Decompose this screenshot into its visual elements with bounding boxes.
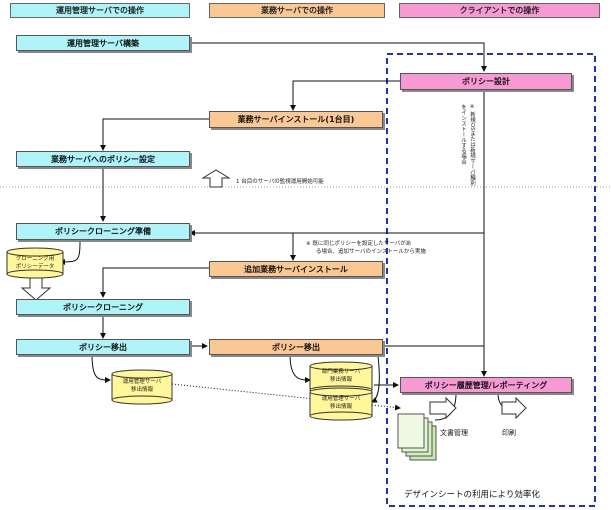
ops-export-cylinder [111, 369, 173, 405]
ops-export-label-1: 運用管理サーバ [122, 379, 162, 385]
doc-mgmt-arrow [429, 396, 457, 420]
step-policy-export-ops: ポリシー移出 [16, 339, 190, 355]
step-policy-export-biz: ポリシー移出 [209, 339, 383, 355]
output-doc-mgmt: 文書管理 [440, 429, 468, 437]
ops-export2-label-1: 運用管理サーバ [321, 396, 361, 402]
ops-export-label-2: 移出情報 [130, 387, 153, 393]
step-policy-design: ポリシー設計 [400, 73, 572, 90]
note-already-set-line1: ※ 既に同じポリシーを設定したサーバがあ [306, 241, 412, 247]
header-client: クライアントでの操作 [399, 3, 600, 18]
output-print: 印刷 [502, 429, 516, 437]
cloning-data-label-2: ポリシーデータ [15, 264, 55, 270]
note-new-os-line1: ※ 新規OSまたは新規サーバ種別 [469, 104, 475, 186]
note-new-os-line2: をインストールする場合 [460, 104, 466, 165]
ops-export-cylinder-2 [309, 387, 373, 421]
step-add-biz-install: 追加業務サーバインストール [209, 261, 383, 277]
step-policy-set-to-biz: 業務サーバへのポリシー設定 [16, 151, 190, 167]
note-first-monitoring: 1 台目のサーバの監視運用開始可能 [236, 179, 324, 185]
print-arrow [501, 396, 527, 420]
note-already-set-line2: る場合、追加サーバのインストールから実施 [316, 249, 426, 255]
step-history-mgmt: ポリシー履歴管理/レポーティング [400, 377, 572, 393]
document-stack-icon [397, 413, 437, 461]
monitor-start-arrow [201, 169, 231, 188]
ops-export2-label-2: 移出情報 [329, 404, 352, 410]
cloning-data-label-1: クローニング用 [15, 256, 55, 262]
step-ops-build: 運用管理サーバ構築 [16, 35, 190, 51]
header-biz-server: 業務サーバでの操作 [209, 3, 385, 18]
dept-export-label-1: 部門業務サーバ [321, 369, 361, 375]
step-cloning-prep: ポリシークローニング準備 [16, 223, 190, 240]
header-ops-server: 運用管理サーバでの操作 [10, 3, 190, 18]
note-efficiency: デザインシートの利用により効率化 [404, 490, 540, 500]
client-area-frame [386, 53, 596, 507]
dept-export-label-2: 移出情報 [329, 377, 352, 383]
step-cloning: ポリシークローニング [16, 299, 190, 315]
cloning-data-cylinder [6, 247, 64, 279]
step-biz-install-first: 業務サーバインストール(1台目) [209, 111, 383, 128]
cloning-data-down-arrow [20, 277, 52, 301]
